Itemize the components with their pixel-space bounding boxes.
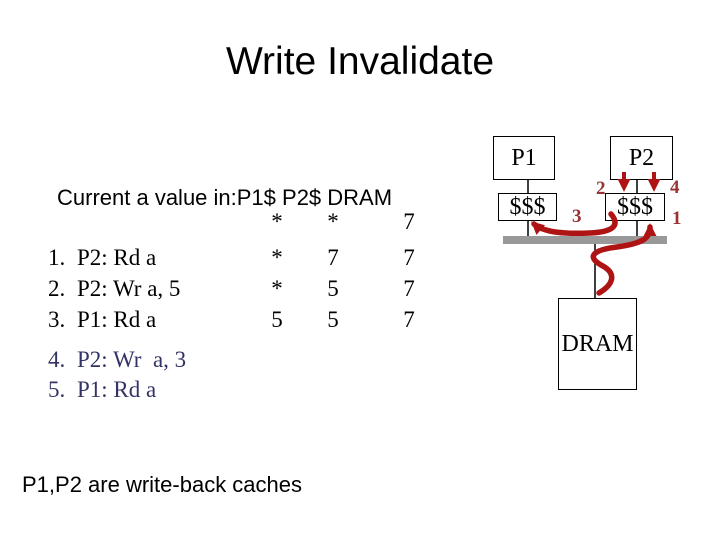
dram-value: 7 bbox=[403, 209, 415, 234]
dram-box: DRAM bbox=[558, 298, 637, 390]
p2-cache-value: 5 bbox=[327, 307, 339, 332]
processor1-box: P1 bbox=[493, 136, 555, 180]
row-number: 2. bbox=[48, 276, 66, 301]
cache2-box: $$$ bbox=[605, 193, 665, 221]
trace-row-3: 3. P1: Rd a 5 5 7 bbox=[0, 307, 720, 338]
memory-bus bbox=[503, 236, 667, 244]
row-number: 5. bbox=[48, 377, 66, 402]
dram-value: 7 bbox=[403, 276, 415, 301]
trace-row-initial: * * 7 bbox=[0, 209, 720, 240]
p2-cache-value: 5 bbox=[327, 276, 339, 301]
row-number: 3. bbox=[48, 307, 66, 332]
row-operation: P1: Rd a bbox=[77, 307, 157, 332]
processor2-box: P2 bbox=[610, 136, 673, 180]
footer-note: P1,P2 are write-back caches bbox=[22, 472, 303, 497]
p2-cache-value: * bbox=[327, 209, 339, 234]
p1-cache-value: * bbox=[271, 276, 283, 301]
p2-cache-value: 7 bbox=[327, 245, 339, 270]
trace-row-1: 1. P2: Rd a * 7 7 bbox=[0, 245, 720, 276]
dram-value: 7 bbox=[403, 245, 415, 270]
dram-value: 7 bbox=[403, 307, 415, 332]
trace-row-4: 4. P2: Wr a, 3 bbox=[0, 347, 720, 378]
trace-header: Current a value in:P1$ P2$ DRAM bbox=[57, 185, 393, 210]
step-label-1: 1 bbox=[672, 208, 682, 229]
p1-cache-value: 5 bbox=[271, 307, 283, 332]
page-title: Write Invalidate bbox=[225, 40, 495, 83]
trace-row-5: 5. P1: Rd a bbox=[0, 377, 720, 408]
row-operation: P1: Rd a bbox=[77, 377, 157, 402]
trace-row-2: 2. P2: Wr a, 5 * 5 7 bbox=[0, 276, 720, 307]
row-number: 1. bbox=[48, 245, 66, 270]
row-operation: P2: Wr a, 5 bbox=[77, 276, 181, 301]
step-label-2: 2 bbox=[596, 178, 606, 199]
row-operation: P2: Wr a, 3 bbox=[77, 347, 187, 372]
step-label-3: 3 bbox=[572, 206, 582, 227]
p1-cache-value: * bbox=[271, 209, 283, 234]
row-number: 4. bbox=[48, 347, 66, 372]
p1-cache-value: * bbox=[271, 245, 283, 270]
step-label-4: 4 bbox=[670, 177, 680, 198]
cache1-box: $$$ bbox=[498, 193, 557, 221]
row-operation: P2: Rd a bbox=[77, 245, 157, 270]
